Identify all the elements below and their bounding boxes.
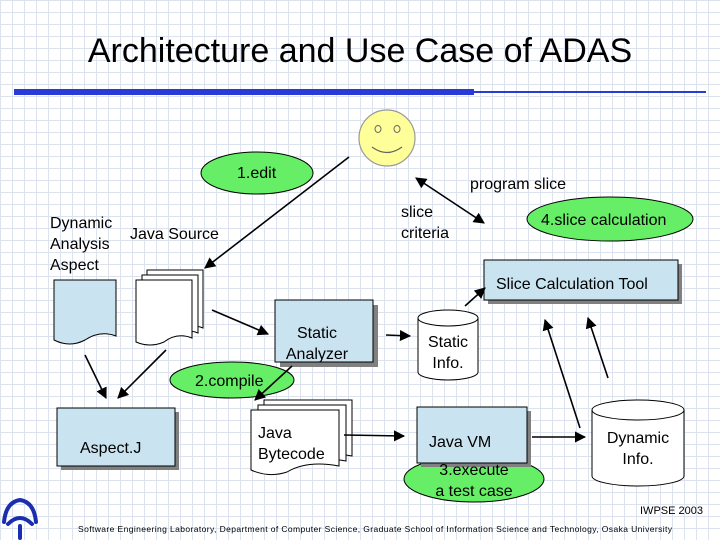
slice-calculation-step-ellipse xyxy=(526,196,694,242)
static-info-line-1: Static xyxy=(427,334,468,351)
dynamic-info-line-2: Info. xyxy=(622,451,654,468)
slice-calculation-step-label: 4.slice calculation xyxy=(541,212,667,229)
footer-affiliation: Software Engineering Laboratory, Departm… xyxy=(78,524,673,534)
dynamic-info-line-1: Dynamic xyxy=(606,430,670,447)
static-analyzer-label: Static Analyzer xyxy=(275,323,359,365)
java-bytecode-line-2: Bytecode xyxy=(258,446,325,463)
slice-tool-box xyxy=(483,259,679,301)
edit-step-label: 1.edit xyxy=(237,165,277,182)
java-vm-box xyxy=(416,406,528,464)
execute-step-label: 3.execute a test case xyxy=(404,460,544,502)
static-info-line-2: Info. xyxy=(432,355,464,372)
aspect-line-2: Analysis xyxy=(50,236,110,253)
aspect-document-shape xyxy=(53,279,117,345)
title-rule-thick xyxy=(14,89,474,95)
java-source-label: Java Source xyxy=(130,226,219,243)
aspectj-box xyxy=(56,407,176,467)
java-bytecode-line-1: Java xyxy=(258,425,292,442)
dynamic-info-cylinder xyxy=(591,399,685,487)
slice-criteria-line-2: criteria xyxy=(401,225,450,242)
java-bytecode-label: Java Bytecode xyxy=(258,423,325,465)
java-source-document-stack xyxy=(135,269,204,346)
slice-criteria-label: slice criteria xyxy=(401,202,449,244)
slice-criteria-line-1: slice xyxy=(401,204,434,221)
dynamic-analysis-aspect-label: Dynamic Analysis Aspect xyxy=(50,213,112,276)
compile-step-ellipse xyxy=(169,361,295,399)
java-vm-label: Java VM xyxy=(429,434,492,451)
title-rule-thin xyxy=(474,91,706,93)
execute-line-1: 3.execute xyxy=(439,462,509,479)
static-info-label: Static Info. xyxy=(418,332,478,374)
static-analyzer-line-2: Analyzer xyxy=(285,346,349,363)
slice-calculation-tool-label: Slice Calculation Tool xyxy=(496,276,648,293)
static-analyzer-box xyxy=(274,299,374,363)
dynamic-info-label: Dynamic Info. xyxy=(592,428,684,470)
aspectj-label: Aspect.J xyxy=(80,440,142,457)
static-info-cylinder xyxy=(417,309,479,381)
program-slice-label: program slice xyxy=(470,176,567,193)
compile-step-label: 2.compile xyxy=(195,373,264,390)
static-analyzer-line-1: Static xyxy=(296,325,337,342)
java-bytecode-document-stack xyxy=(250,399,353,476)
edit-step-ellipse xyxy=(200,151,314,195)
university-logo-icon xyxy=(2,497,38,540)
conference-label: IWPSE 2003 xyxy=(640,505,703,517)
page-title: Architecture and Use Case of ADAS xyxy=(87,32,633,70)
flow-arrows xyxy=(84,156,609,443)
execute-line-2: a test case xyxy=(435,483,513,500)
aspect-line-1: Dynamic xyxy=(50,215,113,232)
user-face-icon xyxy=(358,109,416,167)
aspect-line-3: Aspect xyxy=(50,257,99,274)
